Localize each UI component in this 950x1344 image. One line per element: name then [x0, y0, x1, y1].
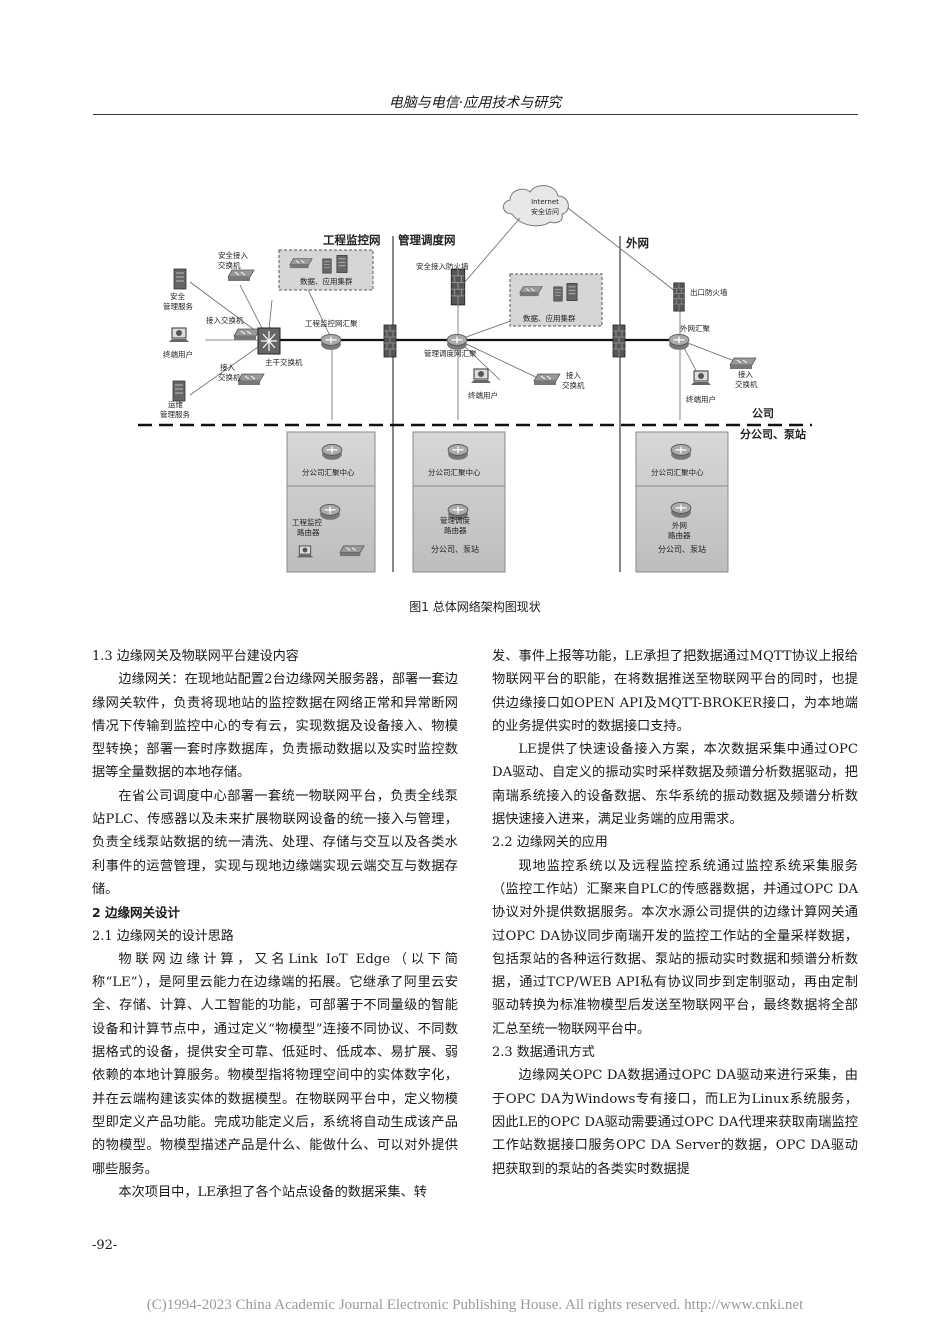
- branch-box-2: 分公司汇聚中心 管理调度 路由器 分公司、泵站: [412, 431, 506, 573]
- header-rule: [93, 114, 858, 115]
- ext-agg-router-icon: [668, 333, 690, 351]
- terminal-2-icon: [470, 368, 492, 384]
- exit-firewall-label: 出口防火墙: [690, 287, 728, 297]
- eng-router-label-2: 路由器: [297, 527, 320, 537]
- access-switch-3-label-2: 交换机: [562, 380, 585, 390]
- cluster-2-box: 数据、应用集群: [509, 273, 603, 327]
- sec-mgmt-label-2: 管理服务: [163, 301, 193, 311]
- cluster-1-label: 数据、应用集群: [300, 276, 353, 286]
- terminal-1-icon: [168, 327, 190, 343]
- sec-switch-label-2: 交换机: [218, 260, 241, 270]
- access-switch-1-icon: [233, 328, 261, 341]
- branch-box-1: 分公司汇聚中心 工程监控 路由器: [286, 431, 376, 573]
- terminal-2-label: 终端用户: [468, 390, 498, 400]
- terminal-3-icon: [690, 370, 712, 386]
- internet-cloud: Internet 安全访问: [503, 185, 569, 227]
- sec-mgmt-server-icon: [173, 268, 187, 290]
- branch-box-3: 分公司汇聚中心 外网 路由器 分公司、泵站: [635, 431, 729, 573]
- cluster-1-box: 数据、应用集群: [278, 249, 374, 291]
- ops-mgmt-label-1: 运维: [168, 399, 183, 409]
- right-text-column: 发、事件上报等功能，LE承担了把数据通过MQTT协议上报给物联网平台的职能，在将…: [492, 645, 858, 1181]
- eng-agg-label: 工程监控网汇聚: [305, 318, 358, 328]
- eng-router-label-1: 工程监控: [292, 517, 322, 527]
- section-heading: 2.2 边缘网关的应用: [492, 835, 608, 851]
- access-switch-3-icon: [533, 373, 561, 386]
- terminal-1-label: 终端用户: [163, 349, 193, 359]
- access-switch-3-label-1: 接入: [566, 370, 581, 380]
- paragraph: 边缘网关OPC DA数据通过OPC DA驱动来进行采集，由于OPC DA为Win…: [492, 1068, 858, 1177]
- cloud-line-1: Internet: [531, 198, 559, 206]
- sec-mgmt-label-1: 安全: [170, 291, 185, 301]
- branch-center-2-label: 分公司汇聚中心: [428, 467, 481, 477]
- branch-center-1-label: 分公司汇聚中心: [302, 467, 355, 477]
- branch-station-3-label: 分公司、泵站: [658, 544, 706, 554]
- sec-firewall-icon: [450, 268, 466, 306]
- zone-label-engineering: 工程监控网: [323, 233, 381, 247]
- paragraph: 物联网边缘计算，又名Link IoT Edge（以下简称“LE”），是阿里云能力…: [92, 951, 458, 1177]
- cluster-2-label: 数据、应用集群: [523, 313, 576, 323]
- dispatch-agg-router-icon: [446, 333, 468, 351]
- journal-header: 电脑与电信·应用技术与研究: [388, 95, 562, 111]
- copyright-footer: (C)1994-2023 China Academic Journal Elec…: [146, 1297, 804, 1313]
- section-heading: 1.3 边缘网关及物联网平台建设内容: [92, 649, 299, 664]
- dispatch-router-label-2: 路由器: [444, 525, 467, 535]
- network-architecture-figure: 工程监控网 管理调度网 外网 Internet 安全访问 安全接: [138, 185, 812, 573]
- zone-label-dispatch: 管理调度网: [398, 233, 456, 247]
- page-number: -92-: [92, 1238, 118, 1253]
- access-switch-2-label-2: 交换机: [218, 372, 241, 382]
- branch-label: 分公司、泵站: [740, 427, 806, 441]
- dispatch-router-label-1: 管理调度: [440, 515, 470, 525]
- access-switch-4-icon: [729, 357, 757, 370]
- paragraph: 边缘网关：在现地站配置2台边缘网关服务器，部署一套边缘网关软件，负责将现地站的监…: [92, 672, 458, 781]
- access-switch-2-label-1: 接入: [220, 362, 235, 372]
- ext-router-label-1: 外网: [672, 520, 687, 530]
- section-heading: 2.3 数据通讯方式: [492, 1045, 595, 1061]
- cloud-line-2: 安全访问: [531, 207, 559, 216]
- access-switch-4-label-2: 交换机: [735, 379, 758, 389]
- paragraph: 在省公司调度中心部署一套统一物联网平台，负责全线泵站PLC、传感器以及未来扩展物…: [92, 788, 458, 897]
- paragraph: 发、事件上报等功能，LE承担了把数据通过MQTT协议上报给物联网平台的职能，在将…: [492, 649, 858, 734]
- zone-label-external: 外网: [625, 236, 649, 250]
- dispatch-agg-label: 管理调度网汇聚: [424, 348, 477, 358]
- ops-mgmt-label-2: 管理服务: [160, 409, 190, 419]
- firewall-2-icon: [612, 324, 626, 358]
- ext-agg-label: 外网汇聚: [680, 323, 710, 333]
- figure-caption: 图1 总体网络架构图现状: [409, 600, 541, 614]
- ops-mgmt-server-icon: [172, 380, 186, 402]
- sec-switch-label-1: 安全接入: [218, 250, 248, 260]
- core-switch-icon: [257, 327, 281, 355]
- branch-station-2-label: 分公司、泵站: [431, 544, 479, 554]
- section-heading: 2 边缘网关设计: [92, 905, 181, 921]
- company-label: 公司: [752, 407, 774, 420]
- paragraph: 本次项目中，LE承担了各个站点设备的数据采集、转: [118, 1184, 427, 1200]
- eng-agg-router-icon: [320, 333, 342, 351]
- paragraph: LE提供了快速设备接入方案，本次数据采集中通过OPC DA驱动、自定义的振动实时…: [492, 742, 858, 828]
- access-switch-2-icon: [237, 373, 265, 386]
- ext-router-label-2: 路由器: [668, 530, 691, 540]
- access-switch-4-label-1: 接入: [738, 369, 753, 379]
- sec-firewall-label: 安全接入防火墙: [416, 261, 469, 271]
- core-switch-label: 主干交换机: [265, 357, 303, 367]
- branch-center-3-label: 分公司汇聚中心: [651, 467, 704, 477]
- access-switch-1-label: 接入交换机: [206, 315, 244, 325]
- sec-access-switch-icon: [227, 269, 255, 282]
- firewall-1-icon: [383, 324, 397, 358]
- left-text-column: 1.3 边缘网关及物联网平台建设内容边缘网关：在现地站配置2台边缘网关服务器，部…: [92, 645, 458, 1204]
- paragraph: 现地监控系统以及远程监控系统通过监控系统采集服务（监控工作站）汇聚来自PLC的传…: [492, 858, 858, 1037]
- terminal-3-label: 终端用户: [686, 394, 716, 404]
- exit-firewall-icon: [673, 282, 685, 312]
- section-heading: 2.1 边缘网关的设计思路: [92, 928, 234, 944]
